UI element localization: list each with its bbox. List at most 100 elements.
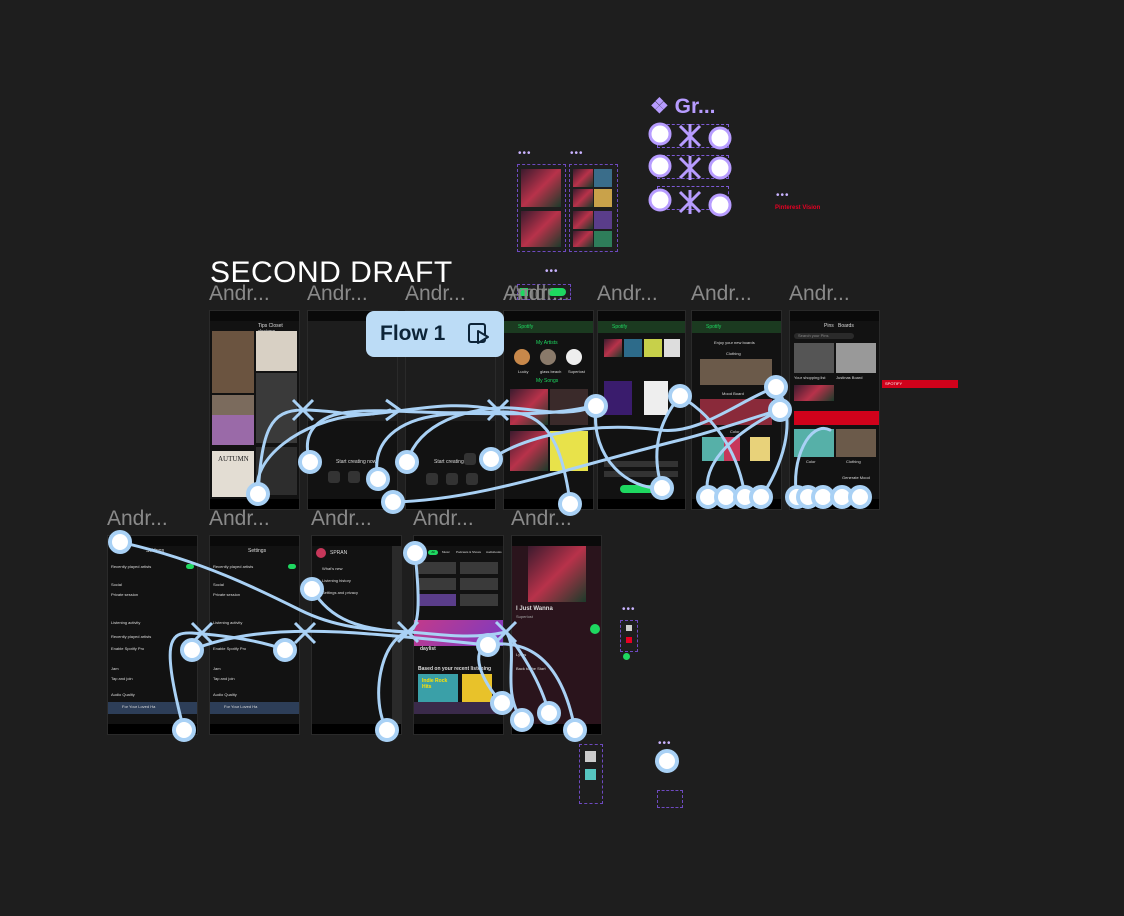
- nav-bar[interactable]: [598, 499, 685, 509]
- menu-item[interactable]: What's new: [322, 566, 343, 571]
- screen-new-boards[interactable]: Spotify Enjoy your new boards Clothing M…: [691, 310, 782, 510]
- thumb-group-right[interactable]: [569, 164, 618, 252]
- board-cover[interactable]: [836, 343, 876, 373]
- spotify-small-icon[interactable]: [623, 653, 630, 660]
- shortcut-tile[interactable]: [460, 594, 498, 606]
- frame-label[interactable]: Andr...: [691, 282, 752, 305]
- album-tile[interactable]: [644, 381, 668, 415]
- add-icon[interactable]: [464, 453, 476, 465]
- nav-bar[interactable]: [790, 499, 879, 509]
- board-cover[interactable]: [794, 429, 834, 457]
- track-artist[interactable]: Superlost: [516, 614, 533, 619]
- screen-spotify-home[interactable]: All Music Podcasts & Shows Audiobooks da…: [413, 535, 504, 735]
- setting-row[interactable]: Private session: [111, 592, 139, 597]
- color-swatch[interactable]: [585, 769, 596, 780]
- component-variant-3[interactable]: [657, 186, 729, 210]
- create-option-icon[interactable]: [328, 471, 340, 483]
- color-swatch[interactable]: [750, 437, 770, 461]
- board-cover[interactable]: [836, 429, 876, 457]
- pin-image[interactable]: [256, 447, 297, 495]
- setting-row[interactable]: Enable Spotify Pro: [213, 646, 247, 651]
- frame-label[interactable]: Andr...: [405, 282, 466, 305]
- toggle-switch[interactable]: [186, 564, 194, 569]
- album-tile[interactable]: [624, 339, 642, 357]
- setting-row[interactable]: Tap and join: [111, 676, 133, 681]
- screen-pinterest-boards[interactable]: Pins Boards Search your Pins Your shoppi…: [789, 310, 880, 510]
- nav-bar[interactable]: [308, 499, 397, 509]
- nav-bar[interactable]: [406, 499, 495, 509]
- play-flow-icon[interactable]: [467, 322, 491, 346]
- frame-label[interactable]: Andr...: [511, 507, 572, 530]
- component-set-title[interactable]: ❖ Gr...: [650, 95, 716, 118]
- board-cover[interactable]: [794, 385, 834, 401]
- chip-podcasts[interactable]: Podcasts & Shows: [456, 550, 482, 554]
- now-playing-bar[interactable]: For Your Loved Ha: [210, 702, 299, 714]
- setting-row[interactable]: Private session: [213, 592, 241, 597]
- pin-image[interactable]: [212, 415, 254, 445]
- nav-bar[interactable]: [414, 724, 503, 734]
- badge-options-dots[interactable]: •••: [776, 190, 790, 201]
- nav-bar[interactable]: [210, 724, 299, 734]
- artist-avatar[interactable]: [514, 349, 530, 365]
- frame-label[interactable]: Andr...: [503, 282, 564, 305]
- menu-item[interactable]: Settings and privacy: [322, 590, 359, 595]
- create-option-icon[interactable]: [426, 473, 438, 485]
- screen-pinterest-feed[interactable]: Tips Closet designs AUTUMN: [209, 310, 300, 510]
- color-swatch[interactable]: [702, 437, 724, 461]
- song-cover[interactable]: [510, 389, 548, 425]
- component-variant-2[interactable]: [657, 155, 729, 179]
- chip-audiobooks[interactable]: Audiobooks: [486, 550, 502, 554]
- next-track[interactable]: Back to the Start: [516, 666, 546, 671]
- flow-start-chip[interactable]: Flow 1: [366, 311, 504, 357]
- playlist-cover[interactable]: [462, 674, 492, 702]
- shortcut-tile[interactable]: [418, 562, 456, 574]
- artist-avatar[interactable]: [540, 349, 556, 365]
- toggle-switch[interactable]: [288, 564, 296, 569]
- song-cover[interactable]: [550, 389, 588, 425]
- setting-row[interactable]: Recently played artists: [111, 634, 152, 639]
- component-variant-1[interactable]: [657, 124, 729, 148]
- song-cover[interactable]: [510, 431, 548, 471]
- setting-row[interactable]: Listening activity: [213, 620, 243, 625]
- component-options-dots[interactable]: •••: [658, 738, 672, 749]
- screen-settings-2[interactable]: Settings Recently played artists Social …: [209, 535, 300, 735]
- chip-all[interactable]: All: [428, 550, 438, 555]
- nav-bar[interactable]: [312, 724, 401, 734]
- board-card[interactable]: [700, 399, 772, 425]
- screen-now-playing[interactable]: I Just Wanna Superlost Lyrics Back to th…: [511, 535, 602, 735]
- song-cover[interactable]: [550, 431, 588, 471]
- board-cover[interactable]: [794, 343, 834, 373]
- color-swatch[interactable]: [585, 751, 596, 762]
- frame-label[interactable]: Andr...: [597, 282, 658, 305]
- shortcut-tile[interactable]: [460, 578, 498, 590]
- menu-item[interactable]: Listening history: [322, 578, 351, 583]
- generate-button[interactable]: [620, 485, 660, 493]
- create-option-icon[interactable]: [466, 473, 478, 485]
- pin-image[interactable]: [256, 331, 297, 371]
- nav-bar[interactable]: [512, 724, 601, 734]
- avatar[interactable]: [316, 548, 326, 558]
- screen-settings-1[interactable]: Settings Recently played artists Social …: [107, 535, 198, 735]
- artist-avatar[interactable]: [566, 349, 582, 365]
- create-option-icon[interactable]: [348, 471, 360, 483]
- screen-spotify-grid[interactable]: Spotify: [597, 310, 686, 510]
- setting-row[interactable]: Enable Spotify Pro: [111, 646, 145, 651]
- screen-side-menu[interactable]: SPRAN What's new Listening history Setti…: [311, 535, 402, 735]
- album-tile[interactable]: [664, 339, 680, 357]
- setting-row[interactable]: Tap and join: [213, 676, 235, 681]
- tab-pins[interactable]: Pins: [824, 323, 834, 329]
- album-tile[interactable]: [644, 339, 662, 357]
- album-tile[interactable]: [604, 339, 622, 357]
- daylist-banner[interactable]: [414, 620, 503, 646]
- shortcut-tile[interactable]: [460, 562, 498, 574]
- now-playing-bar[interactable]: For Your Loved Ha: [108, 702, 197, 714]
- component-options-dots[interactable]: •••: [545, 266, 559, 277]
- frame-label[interactable]: Andr...: [413, 507, 474, 530]
- pin-image[interactable]: AUTUMN: [212, 451, 254, 497]
- swatch-component-group[interactable]: [579, 744, 603, 804]
- frame-label[interactable]: Andr...: [311, 507, 372, 530]
- setting-row[interactable]: Audio Quality: [213, 692, 237, 697]
- frame-label[interactable]: Andr...: [107, 507, 168, 530]
- frame-label[interactable]: Andr...: [307, 282, 368, 305]
- nav-bar[interactable]: [692, 499, 781, 509]
